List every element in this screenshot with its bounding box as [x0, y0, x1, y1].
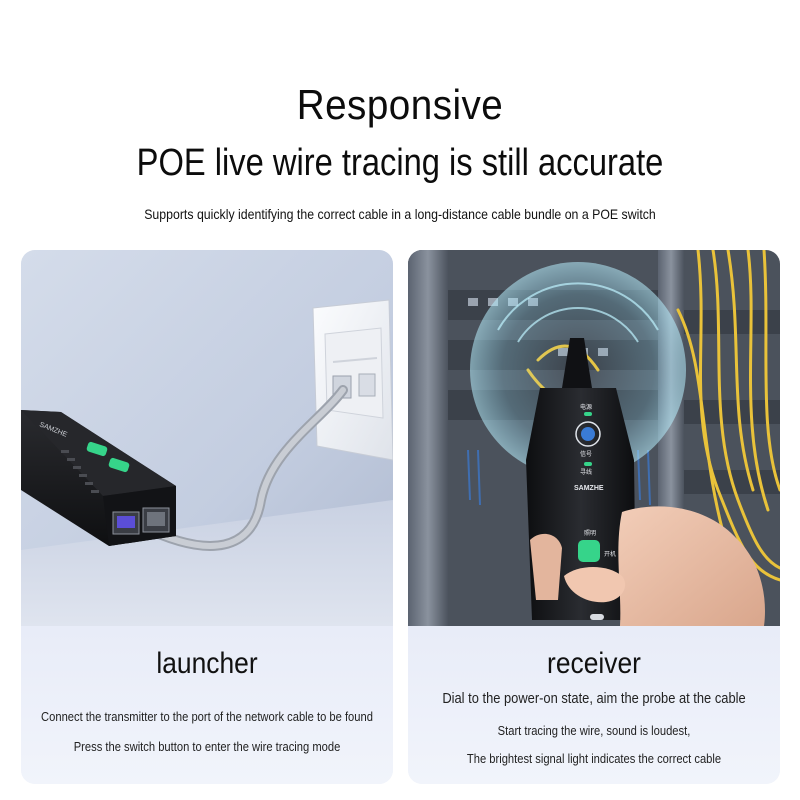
receiver-brand-label: SAMZHE — [574, 485, 604, 492]
label-on: 开机 — [604, 550, 616, 558]
label-light: 照明 — [584, 530, 596, 537]
wall-socket — [312, 299, 393, 461]
receiver-illustration: 电源 信号 寻线 SAMZHE 照明 开机 — [408, 250, 780, 626]
hero-section: Responsive POE live wire tracing is stil… — [0, 0, 800, 240]
label-power: 电源 — [580, 403, 592, 411]
subheadline: POE live wire tracing is still accurate — [136, 142, 664, 184]
receiver-line-2: Start tracing the wire, sound is loudest… — [497, 723, 691, 738]
launcher-caption: launcher Connect the transmitter to the … — [21, 626, 393, 784]
launcher-line-1: Connect the transmitter to the port of t… — [41, 709, 373, 724]
label-signal: 信号 — [580, 450, 592, 458]
launcher-title: launcher — [156, 647, 258, 680]
receiver-caption: receiver Dial to the power-on state, aim… — [408, 626, 780, 784]
launcher-illustration: SAMZHE — [21, 250, 393, 626]
receiver-line-1: Dial to the power-on state, aim the prob… — [442, 690, 746, 707]
label-trace: 寻线 — [580, 468, 592, 476]
launcher-device: SAMZHE — [21, 410, 176, 546]
tagline: Supports quickly identifying the correct… — [144, 206, 656, 222]
launcher-line-2: Press the switch button to enter the wir… — [73, 739, 341, 754]
receiver-photo: 电源 信号 寻线 SAMZHE 照明 开机 — [408, 250, 780, 626]
launcher-photo: SAMZHE — [21, 250, 393, 626]
receiver-line-3: The brightest signal light indicates the… — [466, 751, 722, 766]
power-switch — [578, 540, 600, 562]
hand — [530, 506, 765, 626]
launcher-card: SAMZHE launcher Connect the transmitter … — [21, 250, 393, 784]
signal-icon — [581, 427, 595, 441]
receiver-card: 电源 信号 寻线 SAMZHE 照明 开机 receiver Dial to t… — [408, 250, 780, 784]
headline: Responsive — [296, 81, 504, 128]
receiver-title: receiver — [547, 647, 641, 680]
